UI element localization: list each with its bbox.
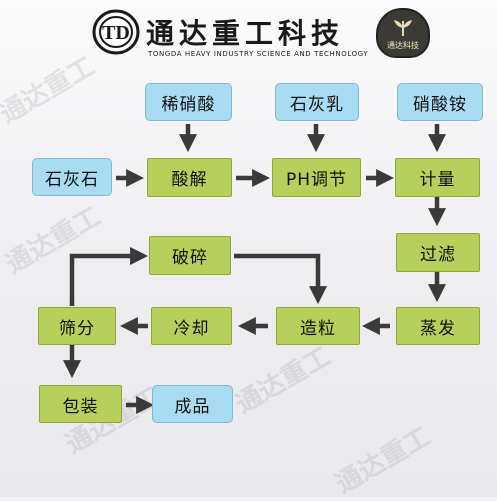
header: TD 通达重工科技 TONGDA HEAVY INDUSTRY SCIENCE … [0, 0, 497, 72]
brand-english-name: TONGDA HEAVY INDUSTRY SCIENCE AND TECHNO… [148, 50, 369, 58]
node-xixiaosuan: 稀硝酸 [145, 83, 232, 121]
node-shaifen: 筛分 [38, 307, 116, 345]
node-posui: 破碎 [149, 236, 231, 275]
node-suanjie: 酸解 [147, 158, 232, 197]
badge-text: 通达科技 [387, 41, 419, 50]
arrow-shaifen-to-posui [69, 247, 149, 306]
node-xiaosuanan: 硝酸铵 [397, 83, 483, 121]
node-zhengfa: 蒸发 [396, 307, 480, 345]
arrow-posui-to-zaoli [234, 253, 327, 305]
leaf-icon [394, 20, 412, 37]
node-guolv: 过滤 [396, 233, 480, 272]
badge-emblem: 通达科技 [376, 8, 430, 58]
node-shihuishi: 石灰石 [32, 158, 112, 196]
node-shihuiru: 石灰乳 [275, 83, 359, 121]
brand-name: 通达重工科技 [146, 17, 345, 50]
node-baozhuang: 包装 [39, 385, 122, 423]
node-jiliang: 计量 [395, 158, 480, 197]
company-logo-icon: TD [92, 9, 140, 55]
logo-mark-text: TD [102, 22, 130, 44]
node-zaoli: 造粒 [276, 307, 360, 345]
node-chengpin: 成品 [152, 385, 233, 423]
node-lengque: 冷却 [151, 307, 232, 345]
node-ph-tiaojie: PH调节 [272, 158, 361, 197]
